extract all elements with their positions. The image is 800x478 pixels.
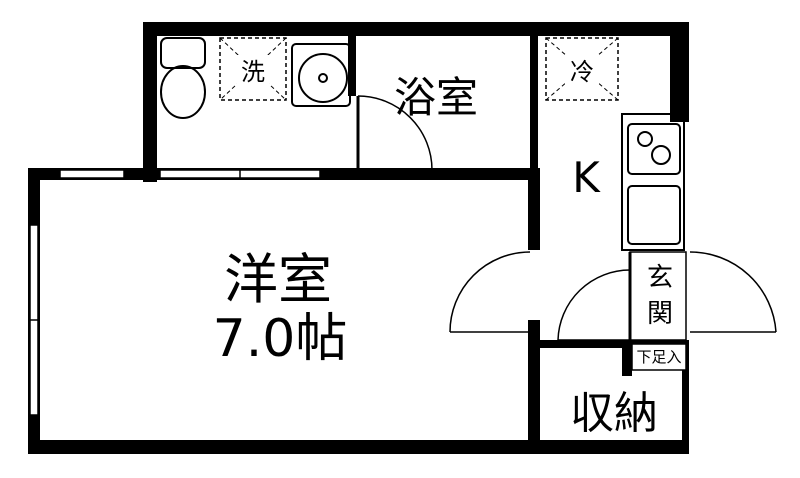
shoe-box-label: 下足入	[636, 348, 681, 366]
storage-label: 収納	[570, 388, 658, 439]
shoe-box-frame	[631, 343, 687, 371]
entrance-label-line1: 玄	[647, 263, 673, 293]
walls	[28, 22, 689, 454]
entrance-label-line2: 関	[647, 299, 673, 329]
bath-label: 浴室	[394, 73, 478, 122]
western-room-size: 7.0帖	[213, 309, 348, 369]
western-room-name: 洋室	[224, 248, 332, 311]
doors	[449, 251, 777, 341]
wash-basin	[291, 43, 351, 107]
toilet	[160, 37, 206, 119]
washer-label: 洗	[241, 58, 265, 86]
fridge-space: 冷	[545, 37, 619, 101]
fridge-label: 冷	[570, 58, 594, 86]
kitchen-label: K	[572, 153, 601, 202]
windows	[29, 169, 321, 416]
entrance-frame	[628, 251, 687, 341]
room-labels: 浴室 K 洋室 7.0帖 玄 関 下足入 収納	[213, 73, 682, 439]
kitchen-counter	[621, 113, 685, 251]
washer-space: 洗	[219, 37, 287, 101]
bath-door	[356, 95, 433, 171]
